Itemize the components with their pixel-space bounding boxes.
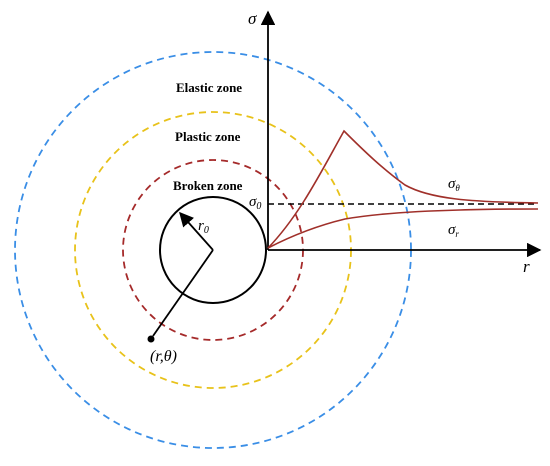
sigma-r-label: σr	[448, 222, 459, 239]
sigma-axis-label: σ	[248, 9, 257, 28]
initial-stress-label: σ0	[249, 194, 261, 212]
tunnel-radius-label: r0	[198, 218, 209, 236]
r-axis-label: r	[523, 257, 530, 276]
sigma-r-curve	[267, 208, 539, 249]
tunnel-opening	[159, 196, 267, 304]
broken-zone-label: Broken zone	[173, 178, 243, 193]
elastic-zone-label: Elastic zone	[176, 80, 242, 95]
point-marker	[147, 335, 155, 343]
sigma-theta-label: σθ	[448, 176, 460, 193]
plastic-zone-label: Plastic zone	[175, 129, 241, 144]
sigma-theta-curve	[267, 129, 539, 249]
point-label: (r,θ)	[150, 348, 177, 365]
radius-arrow	[179, 211, 214, 251]
point-position-arrow	[152, 249, 214, 337]
